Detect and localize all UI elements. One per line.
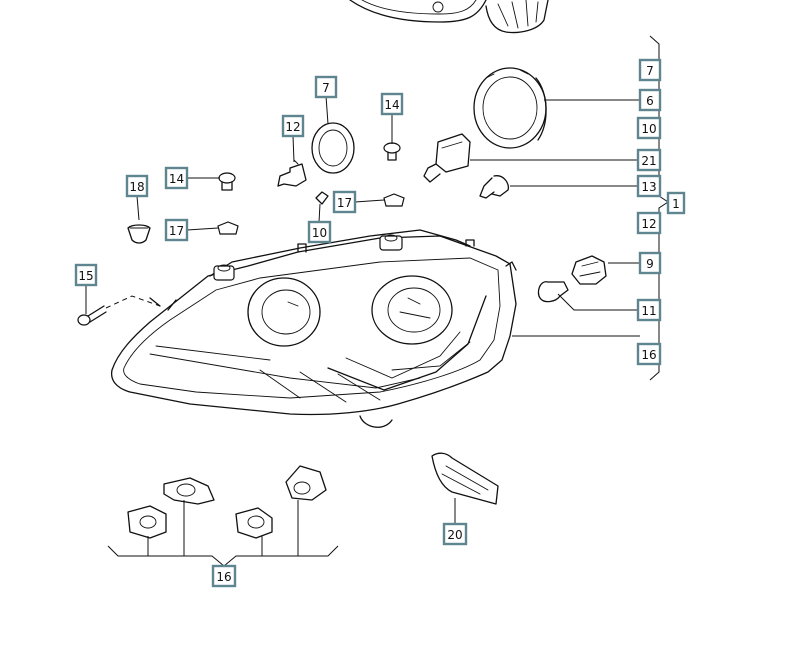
screw-14-left bbox=[218, 172, 236, 191]
callout-9[interactable]: 9 bbox=[638, 251, 662, 275]
lens-20-part bbox=[431, 452, 499, 505]
callout-20-label: 20 bbox=[447, 528, 462, 542]
callout-16-label: 16 bbox=[641, 348, 656, 362]
callout-14[interactable]: 14 bbox=[380, 92, 404, 116]
callout-16-label: 16 bbox=[216, 570, 231, 584]
callout-10-label: 10 bbox=[641, 122, 656, 136]
cover-cap-part bbox=[473, 67, 547, 149]
bulb-11-part bbox=[537, 281, 569, 303]
callout-14-label: 14 bbox=[169, 172, 184, 186]
callout-10[interactable]: 10 bbox=[307, 220, 332, 244]
callout-21-label: 21 bbox=[641, 154, 656, 168]
callout-18-label: 18 bbox=[129, 180, 144, 194]
callout-16[interactable]: 16 bbox=[636, 342, 662, 366]
callout-15[interactable]: 15 bbox=[74, 263, 98, 287]
callout-14[interactable]: 14 bbox=[164, 166, 189, 190]
callout-17[interactable]: 17 bbox=[332, 190, 357, 214]
callout-1-label: 1 bbox=[672, 197, 680, 211]
callout-12[interactable]: 12 bbox=[281, 114, 305, 138]
clip-17-right bbox=[383, 193, 405, 207]
screw-14-right bbox=[383, 142, 401, 161]
mounting-boss-left bbox=[213, 264, 235, 281]
leader-lines bbox=[85, 95, 640, 567]
callout-15-label: 15 bbox=[78, 269, 93, 283]
bulb-12-part bbox=[277, 159, 307, 187]
cap-18-part bbox=[127, 224, 151, 244]
callout-13[interactable]: 13 bbox=[636, 174, 662, 198]
callout-7[interactable]: 7 bbox=[638, 58, 662, 82]
callout-6-label: 6 bbox=[646, 94, 654, 108]
callout-10[interactable]: 10 bbox=[636, 116, 662, 140]
vehicle-outline-fragment bbox=[349, 0, 549, 34]
callout-21[interactable]: 21 bbox=[636, 148, 662, 172]
callout-12[interactable]: 12 bbox=[636, 211, 662, 235]
mounting-boss-center bbox=[379, 234, 403, 251]
callout-16[interactable]: 16 bbox=[211, 564, 237, 588]
callout-10-label: 10 bbox=[312, 226, 327, 240]
igniter-module-part bbox=[423, 133, 471, 183]
small-bulb-part bbox=[315, 191, 329, 205]
headlight-housing bbox=[110, 229, 517, 428]
callout-12-label: 12 bbox=[285, 120, 300, 134]
callout-11-label: 11 bbox=[641, 304, 656, 318]
callout-12-label: 12 bbox=[641, 217, 656, 231]
group-bracket bbox=[649, 35, 669, 381]
callout-1[interactable]: 1 bbox=[666, 191, 686, 215]
mount-bracket-parts bbox=[127, 465, 327, 539]
callout-7-label: 7 bbox=[646, 64, 654, 78]
bulb-13-part bbox=[479, 175, 510, 199]
callout-9-label: 9 bbox=[646, 257, 654, 271]
callout-13-label: 13 bbox=[641, 180, 656, 194]
screw-15-part bbox=[77, 295, 161, 326]
callout-7[interactable]: 7 bbox=[314, 75, 338, 99]
seal-ring-part bbox=[311, 122, 355, 174]
callout-20[interactable]: 20 bbox=[442, 522, 468, 546]
callout-18[interactable]: 18 bbox=[125, 174, 149, 198]
callout-17[interactable]: 17 bbox=[164, 218, 189, 242]
callout-6[interactable]: 6 bbox=[638, 88, 662, 112]
socket-9-part bbox=[571, 255, 607, 285]
callout-17-label: 17 bbox=[169, 224, 184, 238]
callout-11[interactable]: 11 bbox=[636, 298, 662, 322]
callout-7-label: 7 bbox=[322, 81, 330, 95]
clip-17-left bbox=[217, 221, 239, 235]
callout-14-label: 14 bbox=[384, 98, 399, 112]
callout-17-label: 17 bbox=[337, 196, 352, 210]
